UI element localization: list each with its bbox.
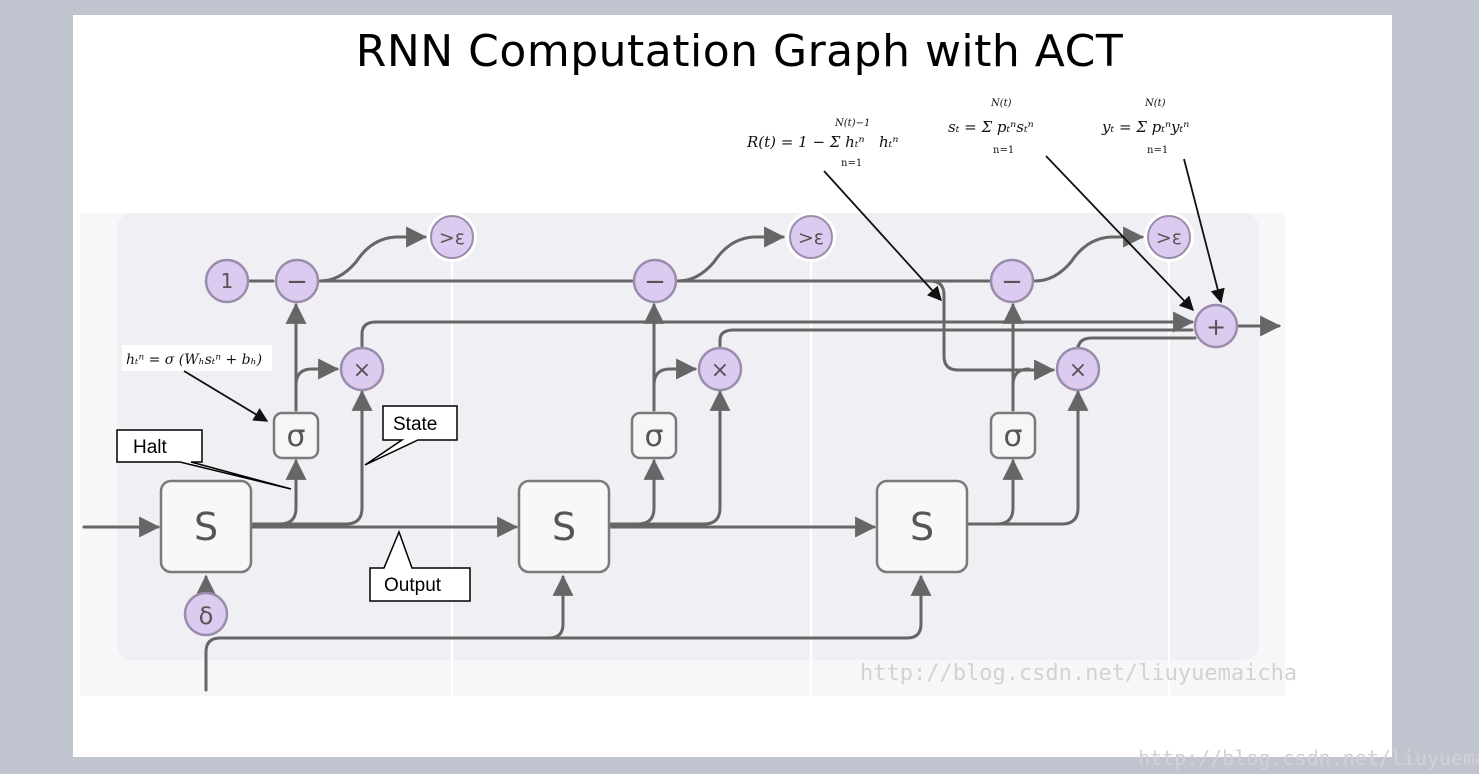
state-sum-lower: n=1 <box>993 145 1014 156</box>
state-label: S <box>910 505 934 549</box>
halting-formula-arrow <box>183 370 269 422</box>
times-label: × <box>353 358 371 383</box>
operator-nodes <box>183 258 1239 637</box>
sigma-block-1: σ <box>272 411 320 460</box>
minus-node-2 <box>632 258 678 304</box>
minus-node-3 <box>989 258 1035 304</box>
threshold-label: >ε <box>439 227 465 249</box>
times-label: × <box>1069 358 1087 383</box>
state-sum-arrow <box>1045 155 1194 312</box>
plus-node <box>1193 303 1239 349</box>
sigma-block-3: σ <box>989 411 1037 460</box>
state-label: S <box>194 505 218 549</box>
remainder-formula-text: R(t) = 1 − Σ hₜⁿ <box>746 133 865 151</box>
sigma-label: σ <box>1003 419 1022 454</box>
output-sum-formula: yₜ = Σ pₜⁿyₜⁿ N(t) n=1 <box>1101 98 1189 156</box>
output-sum-arrow <box>1183 158 1225 304</box>
state-block-1: S <box>159 479 253 574</box>
remainder-upper: N(t)−1 <box>834 118 870 129</box>
one-label: 1 <box>221 269 234 293</box>
minus-node-1 <box>274 258 320 304</box>
output-sum-lower: n=1 <box>1147 145 1168 156</box>
halt-callout-text: Halt <box>133 437 168 458</box>
state-sum-upper: N(t) <box>990 98 1012 109</box>
state-callout-text: State <box>393 414 437 435</box>
slide-title: RNN Computation Graph with ACT <box>355 26 1124 77</box>
output-sum-text: yₜ = Σ pₜⁿyₜⁿ <box>1101 118 1189 136</box>
remainder-arrow <box>823 170 942 302</box>
watermark-outer: http://blog.csdn.net/liuyuemaicha <box>1138 746 1479 770</box>
state-sum-text: sₜ = Σ pₜⁿsₜⁿ <box>948 118 1034 136</box>
threshold-label: >ε <box>1156 227 1182 249</box>
watermark-inner: http://blog.csdn.net/liuyuemaicha <box>860 661 1297 686</box>
operator-labels: 1 − − − × × × δ + >ε >ε >ε <box>199 227 1226 630</box>
times-node-3 <box>1055 346 1101 392</box>
threshold-nodes <box>427 212 1194 262</box>
delta-node <box>183 591 229 637</box>
minus-label: − <box>644 267 666 297</box>
remainder-lower: n=1 <box>841 158 862 169</box>
sigma-label: σ <box>644 419 663 454</box>
halting-formula: hₜⁿ = σ (Wₕsₜⁿ + bₕ) <box>122 345 272 371</box>
plus-label: + <box>1206 313 1226 341</box>
times-label: × <box>711 358 729 383</box>
step-dividers <box>451 262 1170 696</box>
output-callout-text: Output <box>384 575 442 596</box>
times-node-1 <box>339 346 385 392</box>
pointer-arrows <box>183 155 1225 422</box>
halting-formula-text: hₜⁿ = σ (Wₕsₜⁿ + bₕ) <box>126 352 262 368</box>
minus-label: − <box>1001 267 1023 297</box>
remainder-term: hₜⁿ <box>879 133 898 151</box>
delta-label: δ <box>199 602 214 630</box>
threshold-label: >ε <box>798 227 824 249</box>
state-callout: State <box>364 405 458 466</box>
one-node <box>204 258 250 304</box>
times-node-2 <box>697 346 743 392</box>
state-label: S <box>552 505 576 549</box>
state-block-3: S <box>875 479 969 574</box>
output-callout: Output <box>369 529 471 602</box>
sigma-block-2: σ <box>630 411 678 460</box>
state-block-2: S <box>517 479 611 574</box>
remainder-formula: R(t) = 1 − Σ hₜⁿ N(t)−1 n=1 hₜⁿ <box>746 118 898 169</box>
edges <box>82 226 1282 692</box>
sigma-label: σ <box>286 419 305 454</box>
halt-callout: Halt <box>116 429 292 490</box>
minus-label: − <box>286 267 308 297</box>
output-sum-upper: N(t) <box>1144 98 1166 109</box>
state-sum-formula: sₜ = Σ pₜⁿsₜⁿ N(t) n=1 <box>948 98 1034 156</box>
